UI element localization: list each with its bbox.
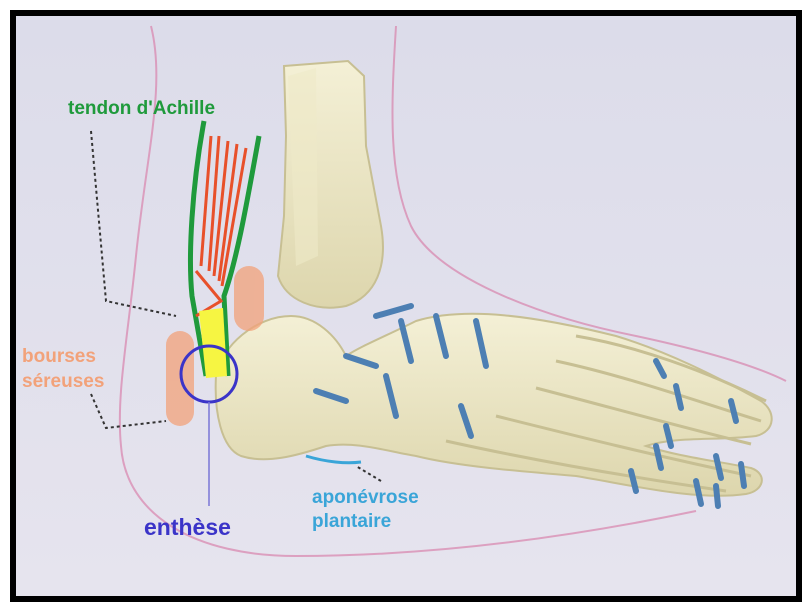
aponevrose-label-line1: aponévrose: [312, 486, 419, 510]
bourses-label: bourses séreuses: [22, 344, 104, 394]
bourses-label-line1: bourses: [22, 344, 104, 369]
enthese-label: enthèse: [144, 514, 231, 541]
tendon-label: tendon d'Achille: [68, 98, 215, 120]
aponevrose-label-line2: plantaire: [312, 510, 419, 534]
image-frame: tendon d'Achille bourses séreuses enthès…: [10, 10, 802, 602]
aponevrose-label: aponévrose plantaire: [312, 486, 419, 534]
bourses-label-line2: séreuses: [22, 369, 104, 394]
